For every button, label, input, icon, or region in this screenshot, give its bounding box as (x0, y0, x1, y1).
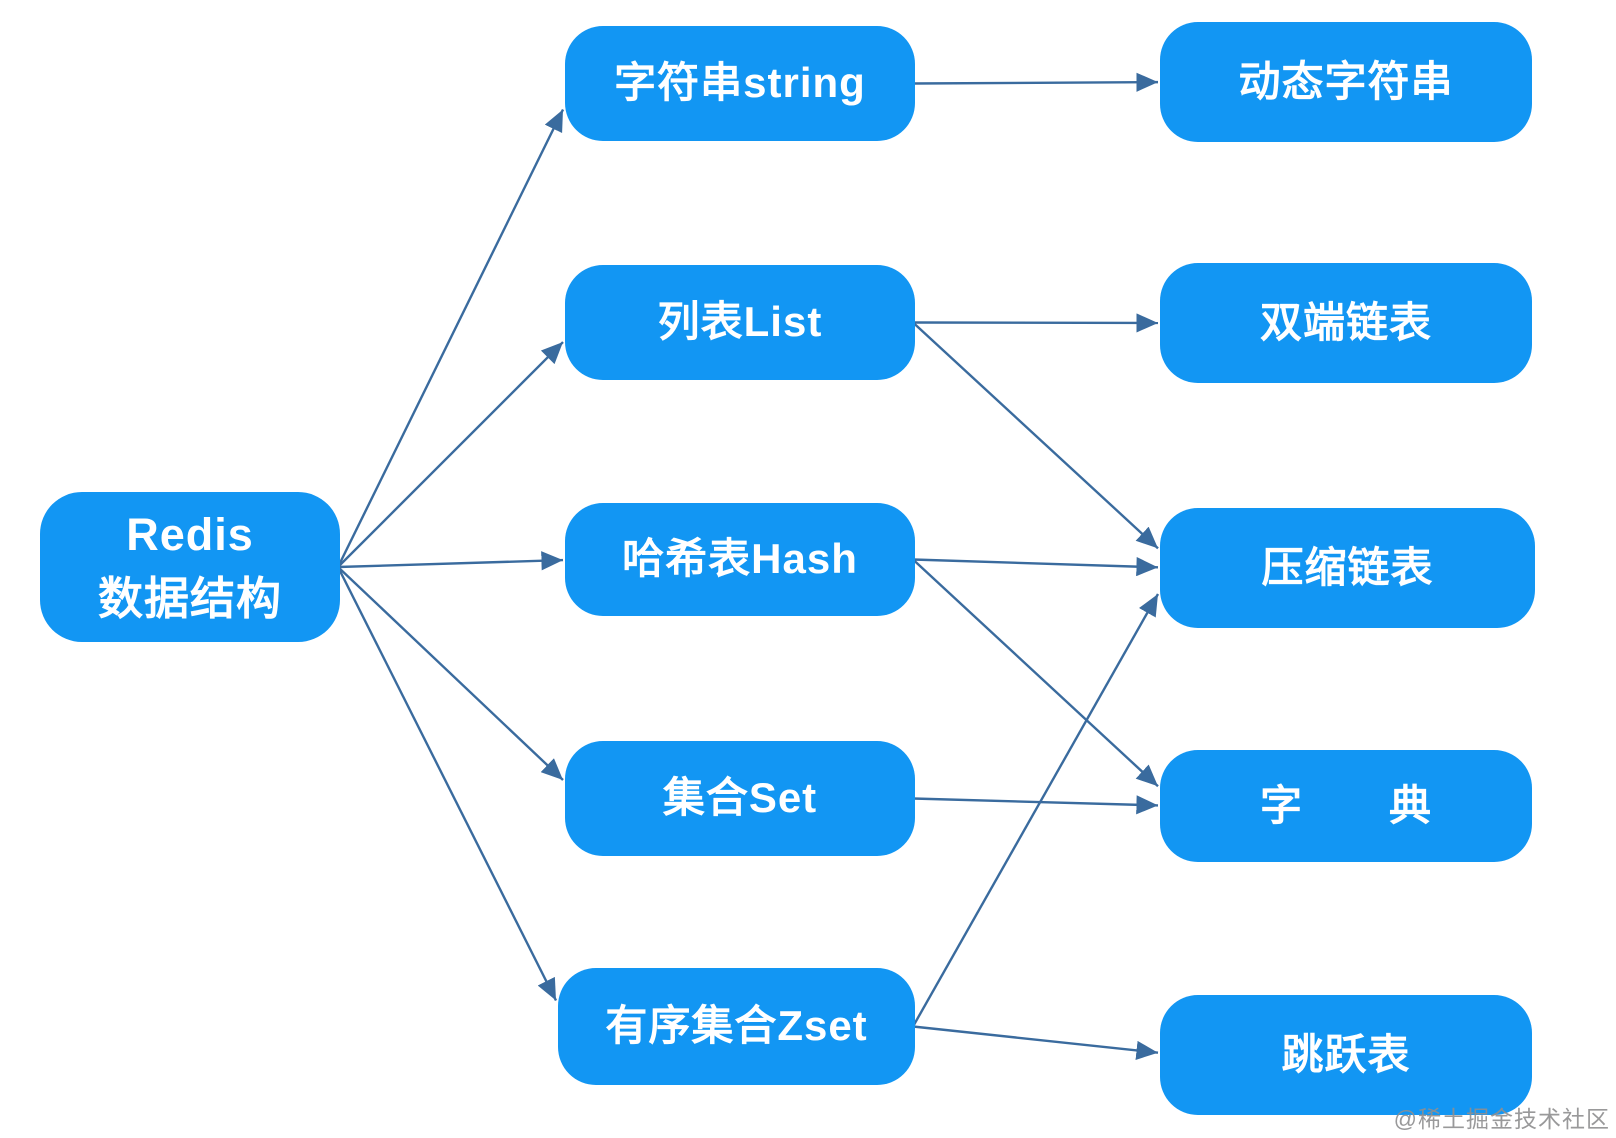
node-redis: Redis 数据结构 (40, 492, 340, 642)
node-label: 动态字符串 (1238, 57, 1454, 105)
node-sublabel: 数据结构 (97, 573, 282, 624)
node-label: 字符串string (614, 59, 866, 107)
node-dll: 双端链表 (1160, 263, 1532, 383)
node-set: 集合Set (565, 741, 915, 856)
edge-string-to-sds (912, 72, 1159, 92)
node-label: 有序集合Zset (605, 1002, 868, 1050)
node-dict: 字 典 (1160, 750, 1532, 862)
node-ziplist: 压缩链表 (1160, 508, 1535, 628)
edge-hash-to-ziplist (912, 557, 1159, 577)
edge-redis-to-set (337, 566, 564, 781)
node-skiplist: 跳跃表 (1160, 995, 1532, 1115)
watermark: @稀土掘金技术社区 (1393, 1106, 1610, 1132)
node-zset: 有序集合Zset (558, 968, 915, 1085)
node-hash: 哈希表Hash (565, 503, 915, 616)
node-label: 跳跃表 (1281, 1030, 1411, 1078)
node-list: 列表List (565, 265, 915, 380)
node-label: 双端链表 (1259, 298, 1432, 346)
edge-redis-to-zset (336, 566, 558, 1002)
node-string: 字符串string (565, 26, 915, 141)
edge-zset-to-skiplist (912, 1025, 1159, 1060)
edge-redis-to-hash (337, 551, 564, 571)
edge-set-to-dict (912, 795, 1159, 815)
node-label: 压缩链表 (1261, 543, 1434, 591)
edge-zset-to-ziplist (911, 593, 1160, 1028)
node-label: 列表List (657, 298, 823, 346)
node-label: 哈希表Hash (622, 535, 858, 583)
edge-hash-to-dict (912, 558, 1159, 788)
node-label: 字 典 (1259, 781, 1432, 829)
edge-redis-to-string (336, 108, 565, 568)
edge-list-to-ziplist (912, 321, 1159, 550)
edge-redis-to-list (337, 341, 564, 568)
node-label: 集合Set (662, 774, 818, 822)
node-label: Redis (126, 509, 254, 561)
node-sds: 动态字符串 (1160, 22, 1532, 142)
